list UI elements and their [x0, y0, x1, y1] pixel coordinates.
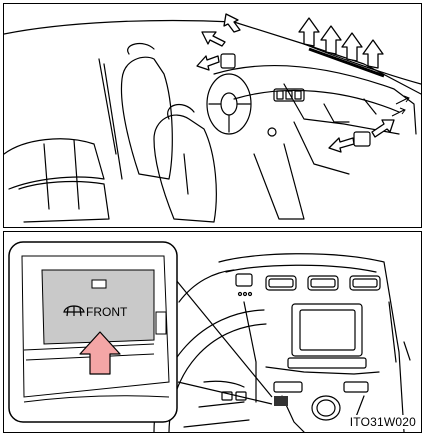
indicator-lamp-icon: [92, 280, 106, 288]
airflow-arrow-icon: [299, 18, 319, 46]
switch-illustration: FRONT: [4, 232, 421, 432]
airflow-arrow-icon: [329, 138, 354, 152]
defroster-switch-location: [274, 396, 288, 406]
callout-leader-line: [176, 280, 272, 397]
airflow-arrow-icon: [342, 33, 362, 61]
switch-illustration-panel: FRONT ITO31W020: [3, 231, 422, 433]
switch-callout: FRONT: [9, 242, 177, 422]
airflow-illustration: [4, 4, 421, 227]
airflow-arrow-icon: [372, 120, 394, 137]
airflow-arrow-icon: [197, 56, 219, 70]
airflow-arrow-icon: [363, 40, 383, 68]
figure-code: ITO31W020: [349, 415, 417, 429]
airflow-arrow-icon: [202, 32, 225, 46]
airflow-arrows: [197, 14, 394, 152]
side-window-arrows: [392, 96, 409, 116]
airflow-arrow-icon: [321, 26, 341, 54]
callout-leader-line: [178, 382, 272, 404]
airflow-illustration-panel: [3, 3, 422, 228]
front-switch-label: FRONT: [86, 305, 128, 319]
